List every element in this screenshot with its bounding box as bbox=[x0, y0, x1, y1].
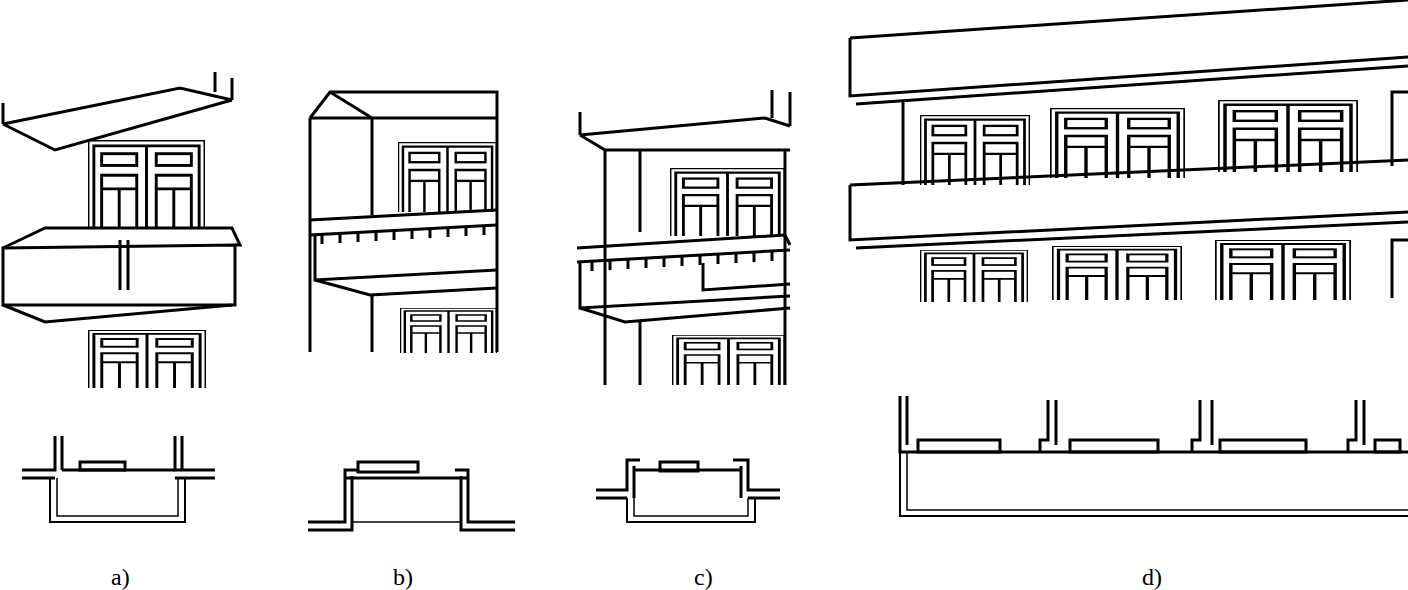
figure-label: d) bbox=[1142, 565, 1162, 589]
balcony-d bbox=[850, 0, 1408, 516]
balcony-b bbox=[308, 92, 515, 530]
figure-label: c) bbox=[694, 565, 713, 589]
figure-label: a) bbox=[111, 565, 130, 589]
balcony-c bbox=[577, 90, 790, 522]
figure-label: b) bbox=[393, 565, 413, 589]
balcony-a bbox=[3, 72, 240, 522]
